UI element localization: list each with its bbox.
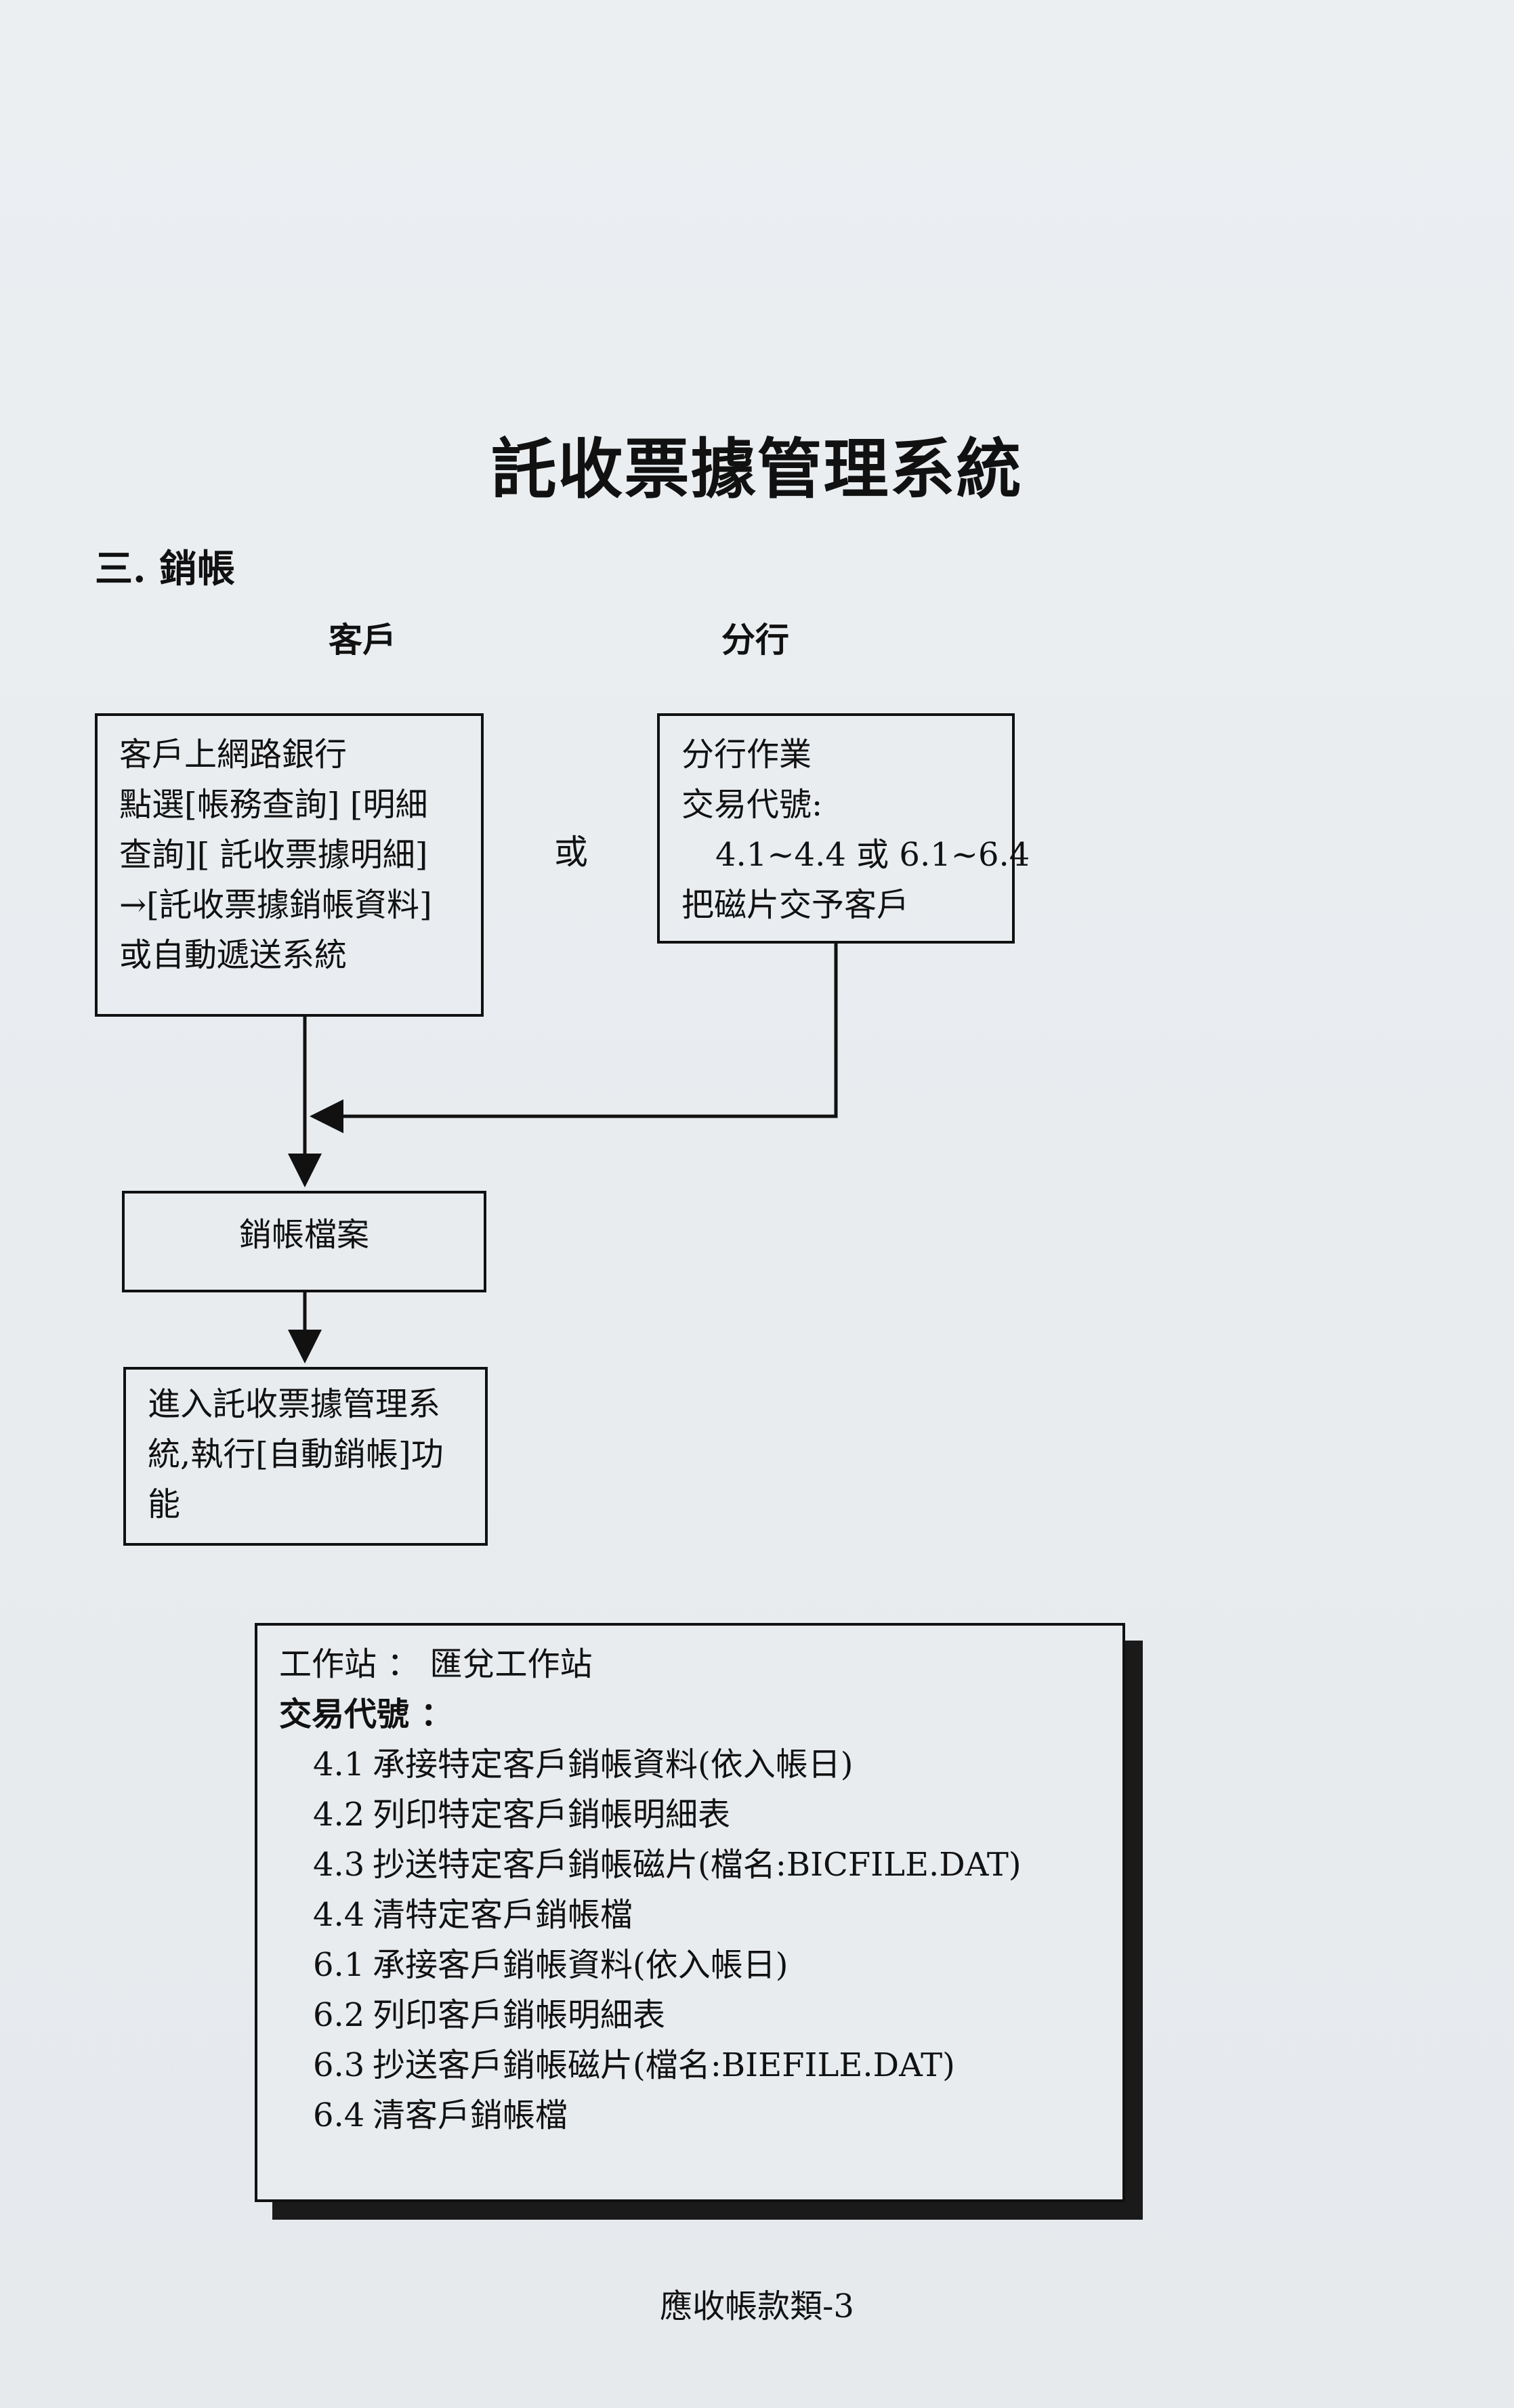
code-text: 清特定客戶銷帳檔 bbox=[373, 1896, 633, 1934]
branch-box-line: 4.1~4.4 或 6.1~6.4 bbox=[715, 836, 1030, 874]
code-number: 4.3 bbox=[313, 1846, 365, 1884]
customer-box-line: 或自動遞送系統 bbox=[119, 936, 348, 974]
code-text: 承接客戶銷帳資料(依入帳日) bbox=[373, 1946, 788, 1984]
column-label-customer: 客戶 bbox=[329, 620, 396, 660]
customer-box-line: →[託收票據銷帳資料] bbox=[119, 886, 432, 924]
column-label-branch: 分行 bbox=[721, 620, 789, 660]
enter-system-box: 進入託收票據管理系統,執行[自動銷帳]功能 bbox=[123, 1367, 488, 1546]
code-text: 清客戶銷帳檔 bbox=[373, 2096, 568, 2134]
branch-box-line: 交易代號: bbox=[681, 786, 823, 824]
code-text: 列印特定客戶銷帳明細表 bbox=[373, 1796, 731, 1834]
branch-process-box: 分行作業 交易代號: 4.1~4.4 或 6.1~6.4 把磁片交予客戶 bbox=[657, 713, 1030, 944]
customer-box-line: 點選[帳務查詢] [明細 bbox=[119, 786, 428, 824]
code-number: 6.4 bbox=[313, 2096, 365, 2134]
code-number: 4.4 bbox=[313, 1896, 365, 1934]
page-footer: 應收帳款類-3 bbox=[660, 2287, 854, 2325]
branch-box-line: 分行作業 bbox=[681, 736, 812, 774]
codes-label: 交易代號 ： bbox=[279, 1695, 453, 1733]
branch-box-line: 把磁片交予客戶 bbox=[681, 886, 910, 924]
or-label: 或 bbox=[554, 832, 588, 872]
customer-box-line: 客戶上網路銀行 bbox=[119, 736, 348, 774]
code-text: 承接特定客戶銷帳資料(依入帳日) bbox=[373, 1746, 854, 1783]
file-box: 銷帳檔案 bbox=[122, 1191, 486, 1292]
workstation-line: 工作站 ： 匯兌工作站 bbox=[279, 1645, 593, 1683]
customer-box-line: 查詢][ 託收票據明細] bbox=[119, 836, 428, 874]
code-text: 抄送特定客戶銷帳磁片(檔名:BICFILE.DAT) bbox=[373, 1846, 1022, 1884]
enter-system-text: 進入託收票據管理系統,執行[自動銷帳]功能 bbox=[148, 1385, 444, 1523]
code-number: 6.1 bbox=[313, 1946, 365, 1984]
file-box-label: 銷帳檔案 bbox=[238, 1216, 369, 1254]
section-heading: 三. 銷帳 bbox=[95, 547, 235, 591]
code-number: 4.2 bbox=[313, 1796, 365, 1834]
code-number: 6.3 bbox=[313, 2046, 365, 2084]
code-number: 6.2 bbox=[313, 1996, 365, 2034]
page-title: 託收票據管理系統 bbox=[491, 431, 1023, 507]
code-number: 4.1 bbox=[313, 1746, 365, 1783]
code-text: 抄送客戶銷帳磁片(檔名:BIEFILE.DAT) bbox=[373, 2046, 955, 2084]
code-text: 列印客戶銷帳明細表 bbox=[373, 1996, 666, 2034]
customer-process-box: 客戶上網路銀行 點選[帳務查詢] [明細 查詢][ 託收票據明細] →[託收票據… bbox=[95, 713, 484, 1017]
